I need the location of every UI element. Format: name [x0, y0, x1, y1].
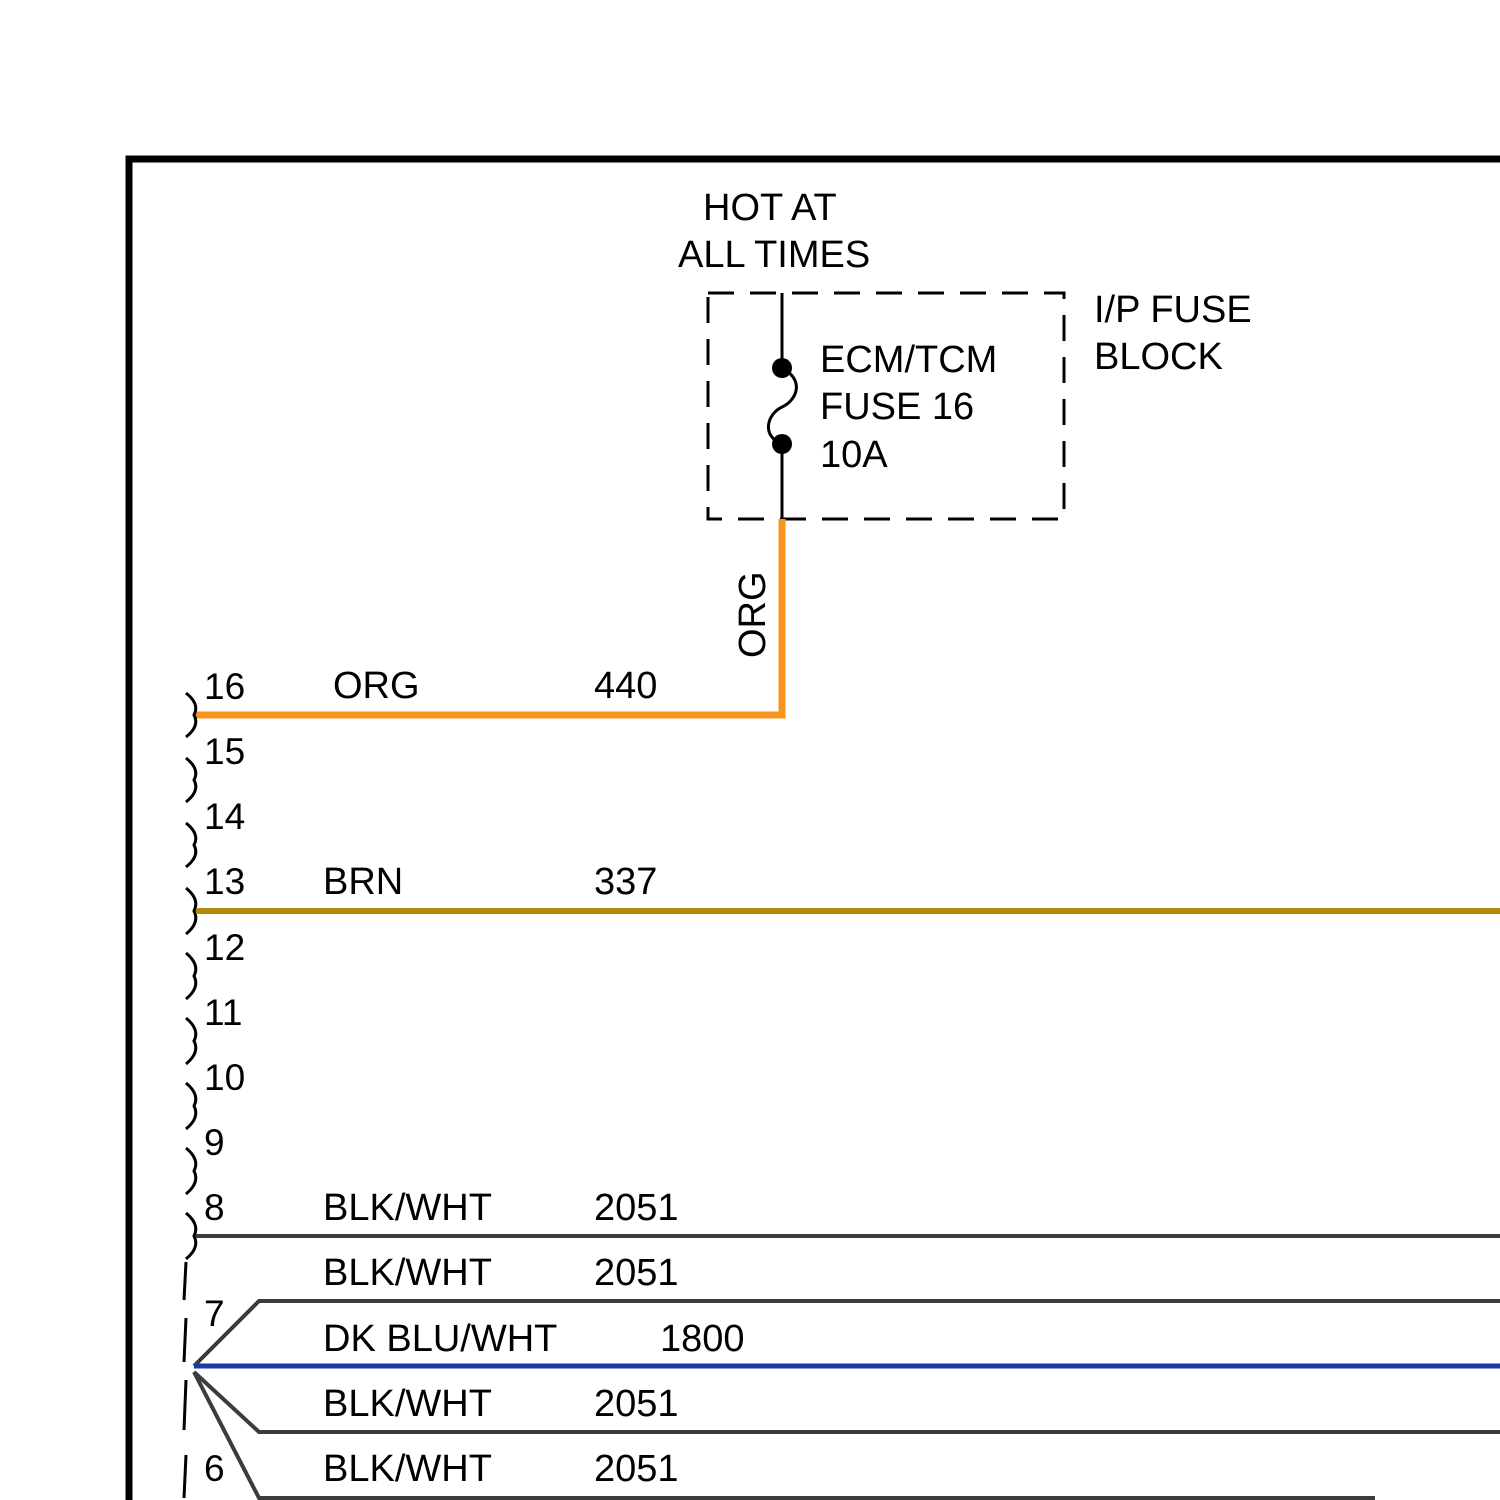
connector-pin-12: 12	[204, 927, 245, 968]
power-label-line1: HOT AT	[703, 187, 837, 229]
connector-pin-8: 8	[204, 1187, 225, 1228]
vertical-wire-color-label: ORG	[732, 571, 774, 658]
connector-pin-13: 13	[204, 861, 245, 902]
pin-bracket	[186, 1213, 196, 1259]
fuse-rating: 10A	[820, 434, 888, 476]
diagram-frame	[129, 159, 1500, 1500]
wire-circuit-number: 1800	[660, 1318, 745, 1360]
pin-bracket	[186, 1018, 196, 1064]
connector-pin-14: 14	[204, 796, 245, 837]
pin-bracket	[186, 823, 196, 867]
power-label-line2: ALL TIMES	[678, 234, 870, 276]
pin-bracket	[186, 693, 196, 737]
pin-bracket	[186, 953, 196, 999]
pin-bracket	[186, 758, 196, 802]
fuse-block-label-line2: BLOCK	[1094, 336, 1223, 378]
connector-pin-6: 6	[204, 1448, 225, 1489]
fuse-name: ECM/TCM	[820, 339, 997, 381]
fuse-number: FUSE 16	[820, 386, 974, 428]
connector-pin-10: 10	[204, 1057, 245, 1098]
org-wire-440	[196, 519, 782, 715]
wire-color-label: BLK/WHT	[323, 1383, 492, 1425]
wire-circuit-number: 2051	[594, 1252, 679, 1294]
wire-circuit-number: 2051	[594, 1383, 679, 1425]
connector-pin-7: 7	[204, 1293, 225, 1334]
wire-color-label: ORG	[333, 665, 420, 707]
wire-circuit-number: 2051	[594, 1448, 679, 1490]
pin-bracket	[184, 1318, 186, 1362]
connector-pin-11: 11	[204, 992, 242, 1033]
pin-bracket	[184, 1262, 186, 1300]
connector-pin-9: 9	[204, 1122, 225, 1163]
connector-pin-16: 16	[204, 666, 245, 707]
connector-pin-15: 15	[204, 731, 245, 772]
wire-circuit-number: 440	[594, 665, 657, 707]
wire-color-label: DK BLU/WHT	[323, 1318, 557, 1360]
pin-bracket	[186, 1083, 196, 1129]
pin-bracket	[184, 1380, 186, 1430]
pin-bracket	[184, 1455, 186, 1498]
wire-circuit-number: 337	[594, 861, 657, 903]
pin-bracket	[186, 1148, 196, 1194]
fuse-block-label-line1: I/P FUSE	[1094, 289, 1252, 331]
wire-color-label: BLK/WHT	[323, 1448, 492, 1490]
wire-circuit-number: 2051	[594, 1187, 679, 1229]
pin-bracket	[186, 888, 196, 934]
wire-color-label: BRN	[323, 861, 403, 903]
wire-color-label: BLK/WHT	[323, 1187, 492, 1229]
wire-color-label: BLK/WHT	[323, 1252, 492, 1294]
fuse-element-icon	[768, 368, 796, 444]
fuse-block: HOT AT ALL TIMES I/P FUSE BLOCK ECM/TCM …	[678, 187, 1252, 519]
